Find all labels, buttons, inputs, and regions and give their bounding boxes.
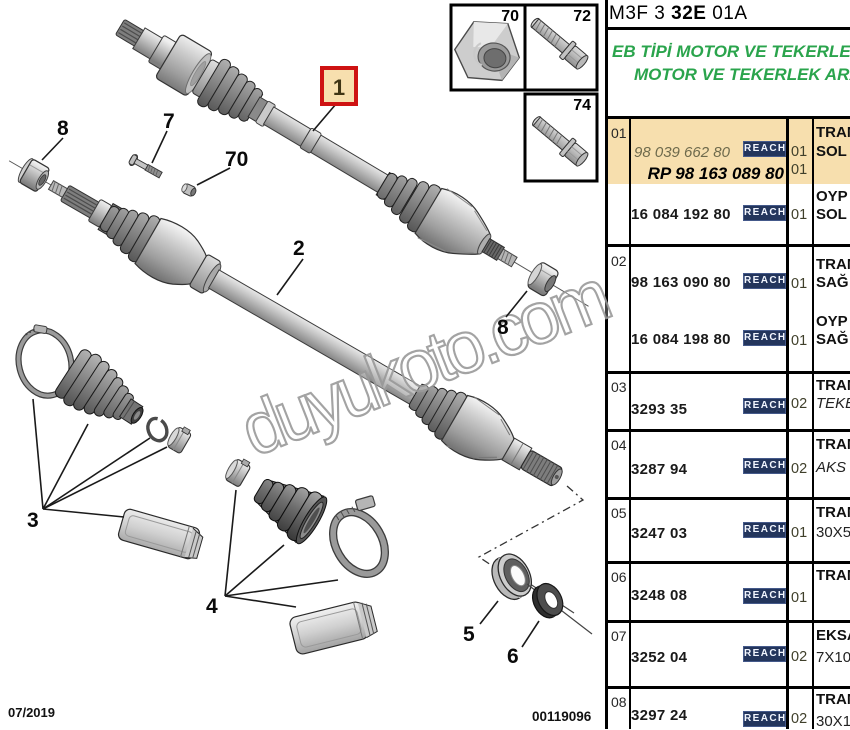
svg-text:8: 8	[497, 316, 509, 339]
svg-text:4: 4	[206, 595, 218, 618]
svg-text:74: 74	[573, 97, 591, 114]
svg-text:3: 3	[27, 509, 39, 532]
svg-text:7: 7	[163, 110, 175, 133]
svg-text:1: 1	[333, 75, 345, 100]
svg-text:70: 70	[501, 8, 519, 25]
svg-text:duyukoto.com: duyukoto.com	[230, 255, 618, 472]
svg-text:72: 72	[573, 8, 591, 25]
svg-text:8: 8	[57, 117, 69, 140]
svg-text:2: 2	[293, 237, 305, 260]
svg-text:70: 70	[225, 148, 248, 171]
svg-text:6: 6	[507, 645, 519, 668]
svg-text:5: 5	[463, 623, 475, 646]
